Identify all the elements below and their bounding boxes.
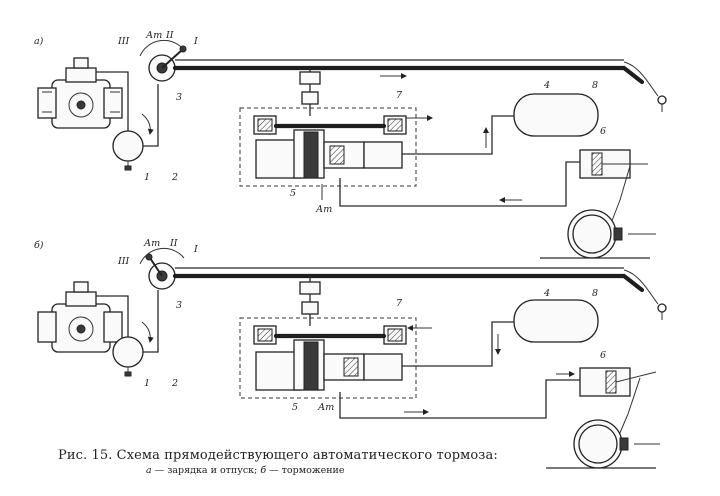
legend-a-key: а: [146, 465, 152, 476]
position-At: Ат: [145, 30, 162, 41]
main-reservoir: [112, 130, 144, 171]
position-II: II: [165, 30, 174, 41]
position-I: I: [193, 244, 198, 255]
end-hose: [623, 269, 667, 320]
drivers-brake-valve: [139, 247, 185, 290]
compressor: [37, 281, 123, 353]
brake-pipe: [172, 65, 645, 85]
label-5: 5: [290, 188, 296, 199]
label-8: 8: [592, 288, 598, 299]
label-1: 1: [144, 172, 150, 183]
figure-caption: Рис. 15. Схема прямодействующего автомат…: [58, 448, 698, 476]
label-3: 3: [176, 300, 182, 311]
air-distributor-frame: [239, 317, 417, 399]
brake-cylinder: [579, 149, 648, 227]
drivers-brake-valve: [139, 39, 187, 82]
auxiliary-reservoir: [513, 93, 599, 137]
label-8: 8: [592, 80, 598, 91]
position-III: III: [117, 256, 130, 267]
position-At: Ат: [143, 238, 160, 249]
label-5: 5: [292, 402, 298, 413]
legend-b-key: б: [260, 465, 267, 476]
label-At: Ат: [317, 402, 334, 413]
label-At: Ат: [315, 204, 332, 215]
air-distributor: [253, 276, 407, 391]
caption-legend: а — зарядка и отпуск; б — торможение: [146, 465, 698, 476]
position-II: II: [169, 238, 178, 249]
auxiliary-reservoir: [513, 299, 599, 343]
position-I: I: [193, 36, 198, 47]
main-reservoir: [112, 336, 144, 377]
label-2: 2: [171, 172, 178, 183]
brake-pipe: [172, 273, 645, 293]
panel-label: а): [34, 36, 44, 47]
compressor: [37, 57, 123, 129]
label-4: 4: [543, 288, 550, 299]
label-4: 4: [543, 80, 550, 91]
caption-title: Рис. 15. Схема прямодействующего автомат…: [58, 448, 498, 463]
legend-a-text: — зарядка и отпуск;: [151, 465, 261, 476]
label-2: 2: [171, 378, 178, 389]
label-6: 6: [600, 350, 606, 361]
legend-b-text: — торможение: [266, 465, 345, 476]
label-6: 6: [600, 126, 606, 137]
panel-label: б): [34, 240, 44, 251]
panel-a: а): [34, 30, 667, 259]
label-1: 1: [144, 378, 150, 389]
end-hose: [623, 61, 667, 112]
wheel: [540, 209, 656, 259]
air-distributor-frame: [239, 107, 417, 187]
brake-cylinder: [579, 367, 657, 443]
position-III: III: [117, 36, 130, 47]
label-7: 7: [396, 90, 403, 101]
label-7: 7: [396, 298, 403, 309]
label-3: 3: [176, 92, 182, 103]
wheel: [546, 419, 660, 469]
panel-b: б) III Ат II I 1 2 3: [34, 238, 667, 469]
air-distributor: [253, 68, 407, 179]
